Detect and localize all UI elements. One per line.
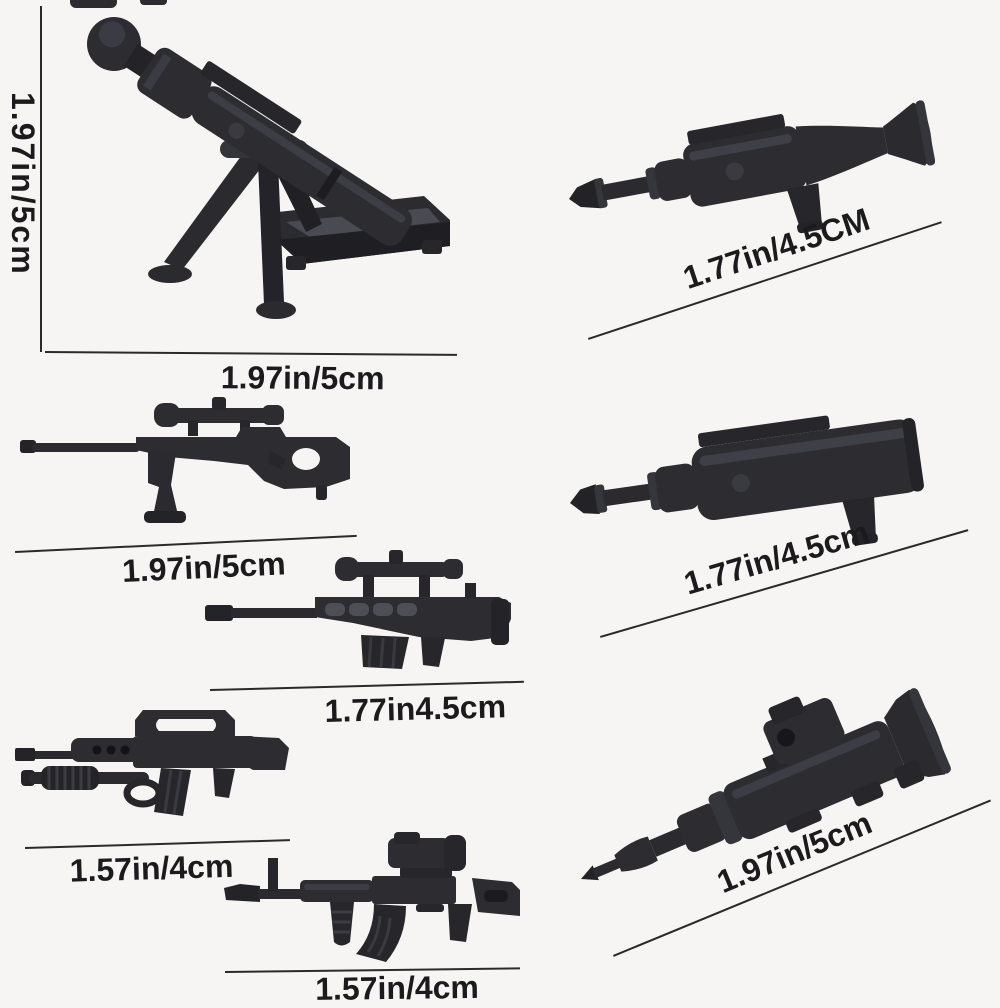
ak-grip	[448, 904, 472, 942]
bazooka-top-rail	[697, 415, 830, 448]
bazooka-illustration	[570, 415, 924, 546]
rocket-launcher-illustration	[569, 100, 935, 234]
mortar-tripod	[148, 140, 322, 319]
mortar-tube	[87, 16, 412, 246]
assault-rifle-barrel	[35, 751, 73, 759]
mortar-width-dimension: 1.97in/5cm	[44, 351, 457, 396]
ak-front-sight	[268, 858, 278, 892]
missile-launcher-tube	[723, 721, 905, 840]
sniper-rear-peg	[316, 485, 327, 500]
assault-rifle-grip	[213, 768, 235, 798]
rpg-body-tube	[683, 126, 807, 207]
ak-muzzle-brake	[224, 884, 260, 902]
heavy-sniper-length-dimension: 1.77in4.5cm	[210, 680, 524, 729]
assault-rifle-flash-hider	[15, 748, 35, 761]
sniper-rifle-illustration	[20, 397, 350, 523]
sniper-foregrip	[144, 451, 186, 523]
assault-rifle-magazine	[154, 768, 191, 816]
ak-rifle-length-dimension: 1.57in/4cm	[225, 967, 521, 1007]
underbarrel-shotgun	[21, 766, 149, 790]
heavy-sniper-illustration	[205, 550, 511, 669]
missile-probe-tip	[581, 865, 599, 881]
mortar-width-label: 1.97in/5cm	[220, 359, 385, 397]
sniper-body-stock	[136, 427, 350, 489]
rpg-warhead-tip	[569, 178, 602, 209]
sniper-bolt-handle	[268, 451, 286, 470]
mortar-height-dimension-line	[40, 6, 42, 352]
heavy-sniper-barrel	[231, 608, 317, 618]
heavy-sniper-muzzle-brake	[205, 605, 233, 621]
ak-optic-rail	[400, 866, 452, 878]
mortar-height-label: 1.97in/5cm	[5, 92, 41, 276]
ak-barrel	[258, 889, 304, 899]
mortar-illustration	[87, 16, 450, 319]
ak-foregrip	[330, 902, 354, 946]
ak-receiver	[372, 876, 456, 904]
sniper-muzzle	[20, 440, 36, 453]
missile-launcher-illustration	[581, 688, 951, 881]
missile-launcher-rear-flare	[884, 689, 948, 777]
assault-rifle-length-label: 1.57in/4cm	[69, 847, 234, 889]
heavy-sniper-scope	[335, 550, 463, 599]
top-edge-mark-right	[140, 0, 167, 5]
ak-rifle-illustration	[224, 832, 520, 962]
rpg-top-rail	[687, 114, 786, 145]
ak-trigger-guard	[416, 904, 444, 912]
heavy-sniper-grip	[421, 637, 445, 667]
assault-rifle-trigger-guard	[123, 778, 163, 808]
assault-rifle-illustration	[15, 710, 289, 816]
heavy-sniper-length-label: 1.77in4.5cm	[324, 688, 507, 730]
mortar-width-dimension-line	[44, 351, 457, 356]
missile-launcher-sight-unit	[762, 696, 845, 774]
ak-magazine	[356, 904, 406, 962]
top-edge-mark-left	[70, 0, 117, 8]
ak-handguard	[300, 880, 374, 902]
heavy-sniper-magazine	[361, 635, 409, 669]
bazooka-grip	[842, 496, 876, 542]
assault-rifle-stock	[239, 736, 289, 770]
sniper-barrel	[32, 443, 140, 452]
rpg-grip	[786, 183, 823, 230]
ak-optic-sight	[388, 832, 466, 871]
heavy-sniper-rear-sight	[465, 583, 476, 598]
bazooka-body-tube	[691, 419, 922, 521]
assault-rifle-receiver	[133, 736, 255, 768]
bazooka-tip	[570, 484, 600, 514]
heavy-sniper-buttstock	[491, 599, 509, 645]
assault-rifle-carry-handle	[135, 710, 235, 736]
